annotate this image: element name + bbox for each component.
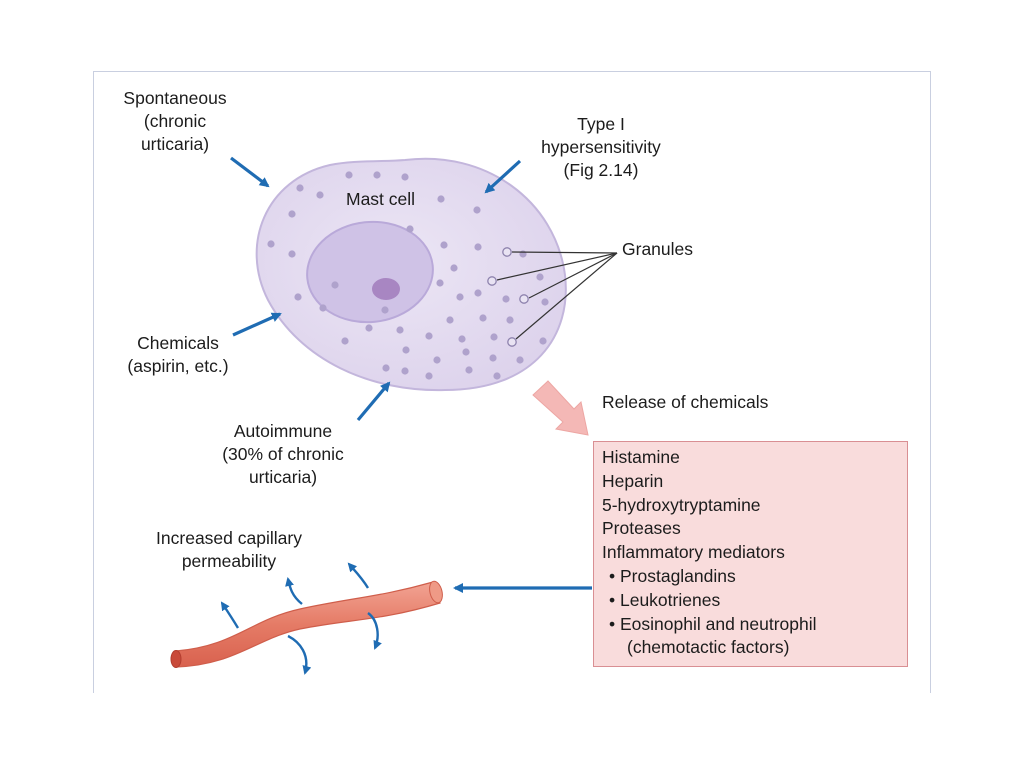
spontaneous-arrow [230,156,270,188]
mediators-list: Histamine Heparin 5-hydroxytryptamine Pr… [602,446,817,660]
type1-arrow [484,159,522,194]
label-mast-cell: Mast cell [346,189,416,209]
mediator-sub-item: • Eosinophil and neutrophil [609,613,817,634]
figure-frame [93,71,931,693]
chemicals-arrow [232,312,282,337]
mediators-box [593,441,908,667]
trigger-arrows [230,156,592,593]
release-arrow [532,380,589,436]
label-spontaneous: Spontaneous (chronic urticaria) [123,88,227,154]
mediator-sub-item: • Prostaglandins [609,565,736,586]
label-granules: Granules [622,239,694,259]
autoimmune-arrow [356,381,391,422]
granules-leader-lines [496,251,618,340]
mediator-item: 5-hydroxytryptamine [602,494,761,515]
permeability-arrows [220,562,382,675]
mediator-sub-item-continuation: (chemotactic factors) [627,637,790,658]
pointed-granules [487,247,529,347]
label-type1-hypersensitivity: Type I hypersensitivity (Fig 2.14) [541,114,661,180]
mediator-item: Histamine [602,447,680,467]
mediator-sub-item: • Leukotrienes [609,589,721,610]
label-autoimmune: Autoimmune (30% of chronic urticaria) [222,421,344,487]
granules [267,171,549,380]
nucleolus [372,278,400,300]
label-capillary-permeability: Increased capillary permeability [156,528,302,571]
mediator-item: Heparin [602,470,664,491]
mediator-item: Inflammatory mediators [602,542,785,563]
blood-vessel [170,580,443,668]
nucleus [306,220,434,324]
mediator-item: Proteases [602,518,681,539]
label-release-of-chemicals: Release of chemicals [602,392,769,412]
label-chemicals: Chemicals (aspirin, etc.) [127,333,229,376]
mast-cell [255,157,567,392]
